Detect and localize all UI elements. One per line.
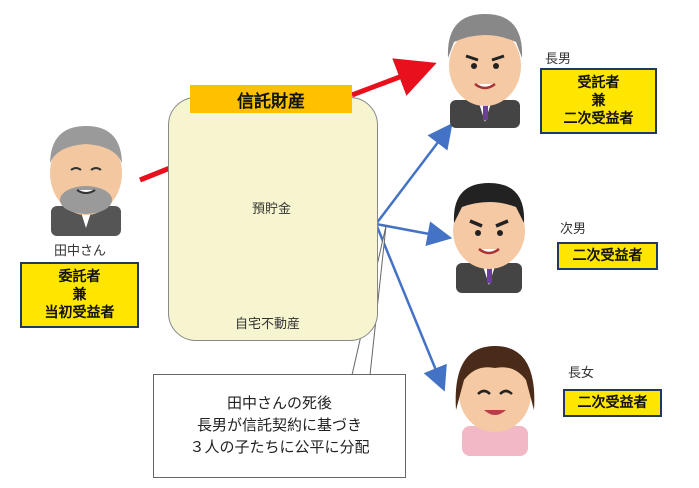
distribution-note: 田中さんの死後 長男が信託契約に基づき ３人の子たちに公平に分配 — [153, 374, 406, 478]
eldest-daughter-name: 長女 — [568, 366, 595, 381]
second-son-name: 次男 — [560, 222, 587, 237]
note-line: 田中さんの死後 — [226, 394, 332, 413]
trust-property-title: 信託財産 — [190, 85, 352, 113]
eldest-son-role-line: 二次受益者 — [563, 111, 634, 128]
settlor-role-line: 委託者 — [58, 268, 101, 285]
second-son-role: 二次受益者 — [572, 247, 643, 264]
home-label: 自宅不動産 — [235, 317, 301, 332]
eldest-son-role-line: 受託者 — [577, 74, 620, 91]
eldest-son-role-box: 受託者 兼 二次受益者 — [540, 68, 657, 134]
red-arrow-settlor-to-trust — [139, 165, 171, 183]
blue-arrow-to-eldest-daughter — [374, 223, 447, 392]
settlor-name: 田中さん — [54, 244, 107, 259]
blue-arrow-to-second-son — [375, 221, 453, 246]
second-son-illustration — [453, 183, 525, 293]
eldest-daughter-role: 二次受益者 — [577, 394, 648, 411]
settlor-illustration — [50, 126, 122, 236]
eldest-daughter-role-box: 二次受益者 — [563, 389, 662, 417]
eldest-son-role-line: 兼 — [591, 92, 606, 109]
settlor-role-line: 兼 — [72, 286, 87, 303]
red-arrow-trust-to-eldest-son — [351, 58, 437, 98]
blue-arrow-to-eldest-son — [375, 123, 453, 225]
note-line: 長男が信託契約に基づき — [196, 416, 362, 435]
trust-property-box — [168, 97, 378, 341]
settlor-role-line: 当初受益者 — [44, 305, 115, 322]
settlor-role-box: 委託者 兼 当初受益者 — [20, 262, 139, 328]
eldest-son-name: 長男 — [545, 52, 572, 67]
note-line: ３人の子たちに公平に分配 — [189, 437, 370, 456]
eldest-son-illustration — [447, 14, 523, 128]
second-son-role-box: 二次受益者 — [557, 242, 658, 270]
eldest-daughter-illustration — [455, 346, 535, 456]
deposit-label: 預貯金 — [252, 202, 292, 217]
